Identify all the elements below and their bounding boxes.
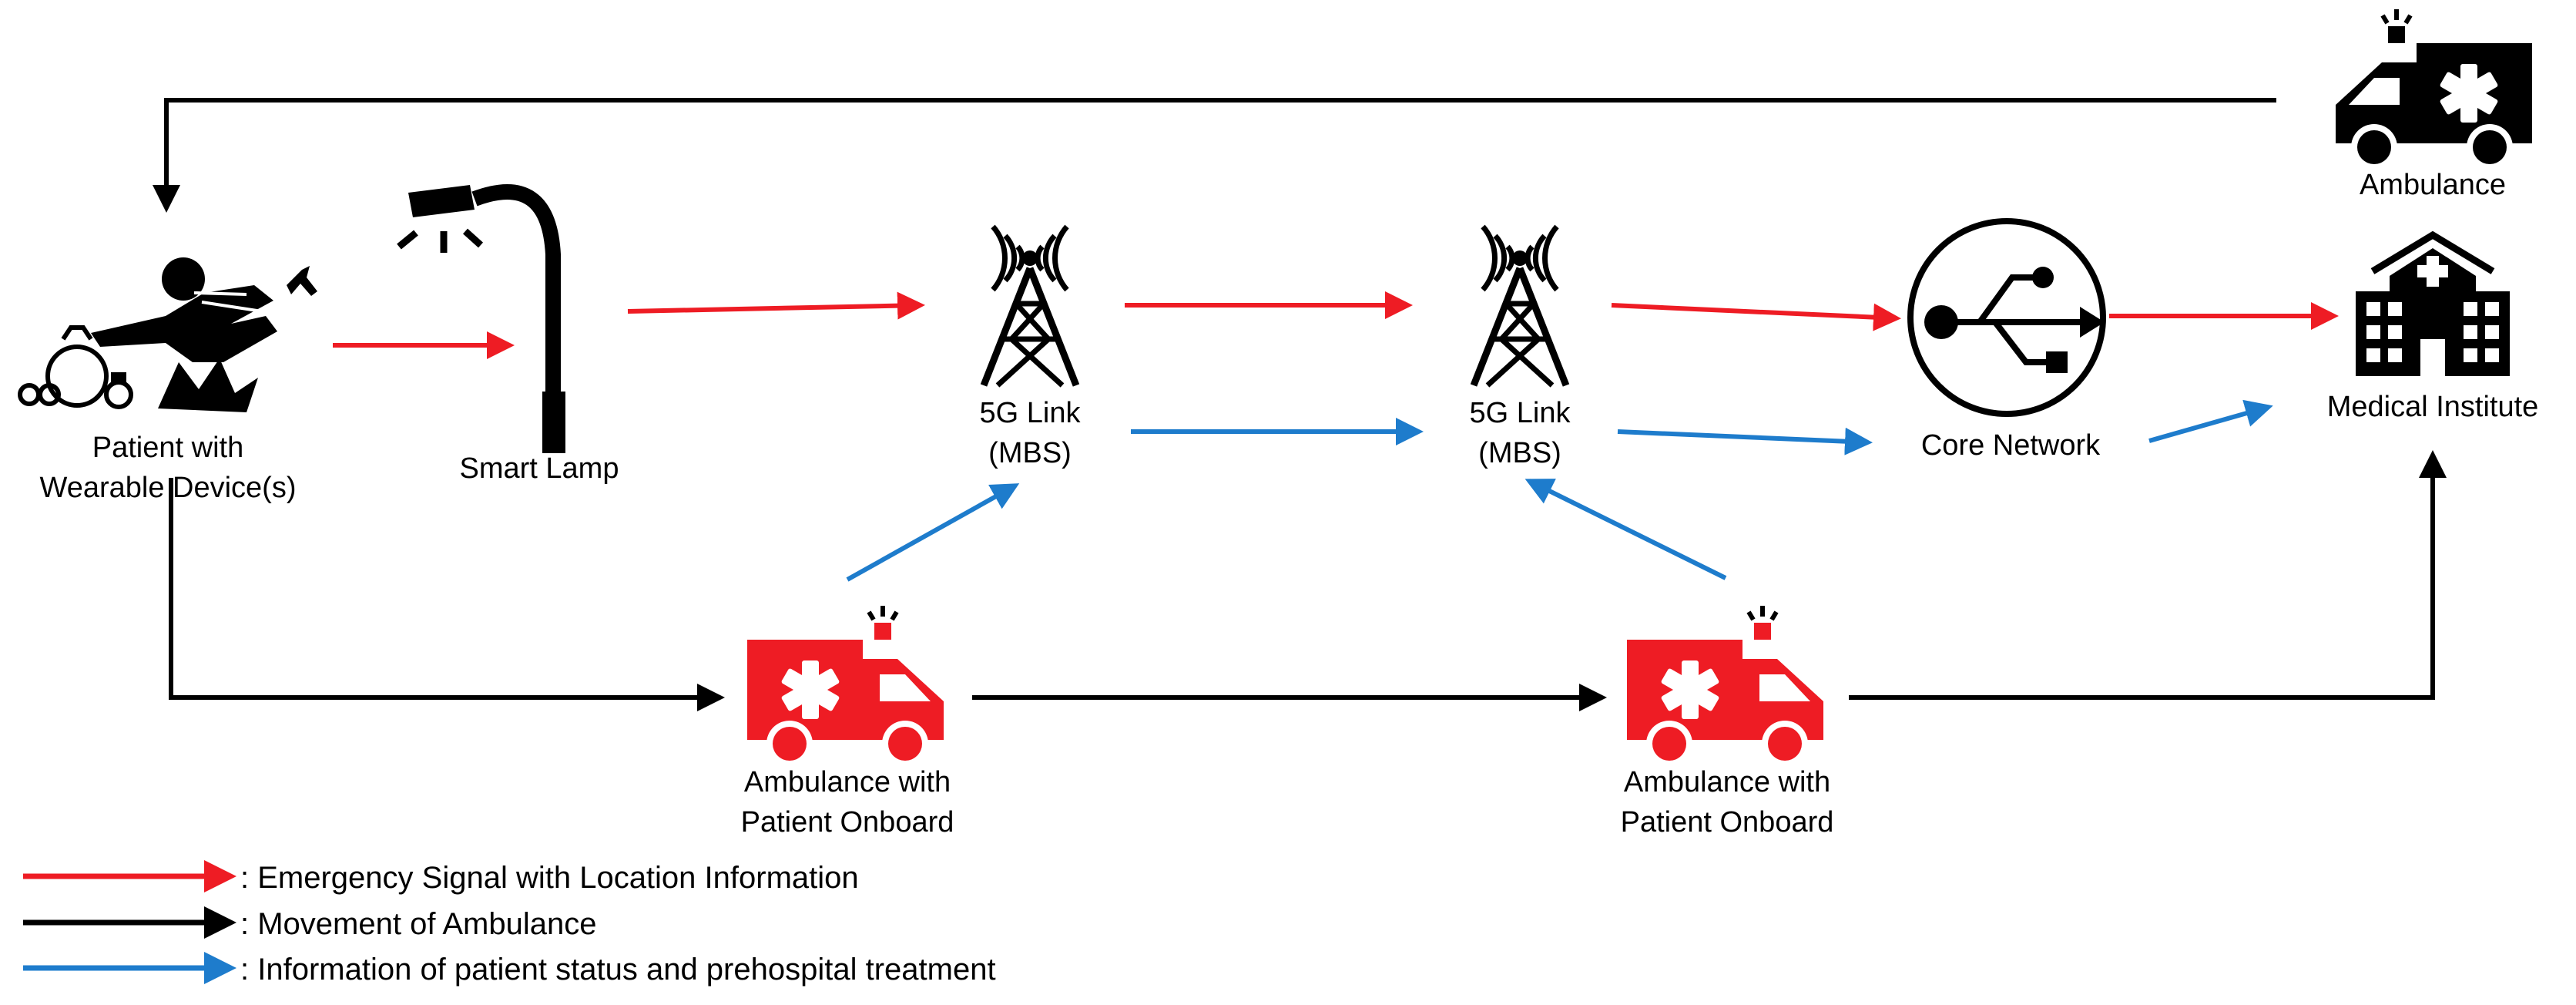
usb-core-network-icon <box>1907 218 2106 417</box>
legend-item-movement: : Movement of Ambulance <box>23 906 596 941</box>
ambulance1-node: Ambulance with Patient Onboard <box>741 606 954 839</box>
wearables-icon <box>18 325 133 409</box>
legend-item-emergency: : Emergency Signal with Location Informa… <box>23 860 859 895</box>
arrow-lamp-to-tower1 <box>627 291 925 320</box>
core-label: Core Network <box>1921 429 2101 462</box>
ambulance2-label-line2: Patient Onboard <box>1621 806 1834 839</box>
arrow-ambulance2-to-hospital <box>1849 450 2447 700</box>
tower1-label-line1: 5G Link <box>980 397 1082 429</box>
tower1-node: 5G Link (MBS) <box>980 227 1082 469</box>
legend-text-emergency: : Emergency Signal with Location Informa… <box>240 861 859 895</box>
hospital-label: Medical Institute <box>2327 391 2539 423</box>
tower2-label-line1: 5G Link <box>1470 397 1571 429</box>
patient-node: Patient with Wearable Device(s) <box>18 257 317 504</box>
arrow-ambulance2-to-tower2 <box>1524 479 1727 580</box>
emergency-arrows <box>333 291 2339 359</box>
arrow-tower2-to-core-info <box>1617 427 1873 455</box>
status-arrows <box>846 399 2273 582</box>
ambulance-icon <box>2336 9 2532 170</box>
drone-icon <box>287 266 317 296</box>
movement-arrows <box>153 98 2447 711</box>
lamp-label: Smart Lamp <box>460 452 619 485</box>
patient-label-line2: Wearable Device(s) <box>40 472 297 504</box>
arrow-ambulance1-to-tower1 <box>846 483 1020 582</box>
cell-tower-icon <box>1474 227 1566 385</box>
patient-falling-icon <box>91 257 277 412</box>
ambulance1-label-line2: Patient Onboard <box>741 806 954 839</box>
arrow-patient-to-ambulance1 <box>169 478 725 711</box>
cell-tower-icon <box>984 227 1076 385</box>
hospital-node: Medical Institute <box>2327 230 2539 423</box>
hospital-icon <box>2356 230 2510 376</box>
core-node: Core Network <box>1907 218 2106 462</box>
legend: : Emergency Signal with Location Informa… <box>23 860 996 987</box>
arrow-ambulance-to-patient <box>153 98 2276 213</box>
arrow-core-to-hospital-info <box>2148 399 2273 443</box>
ambulance-icon <box>1627 606 1823 767</box>
ambulance1-label-line1: Ambulance with <box>744 766 951 798</box>
ambulance-top-node: Ambulance <box>2336 9 2532 201</box>
street-lamp-icon <box>397 184 565 453</box>
tower1-label-line2: (MBS) <box>988 437 1072 469</box>
arrow-tower2-to-core <box>1611 303 1901 331</box>
legend-text-movement: : Movement of Ambulance <box>240 907 596 941</box>
ambulance-top-label: Ambulance <box>2360 169 2506 201</box>
tower2-label-line2: (MBS) <box>1478 437 1561 469</box>
lamp-node: Smart Lamp <box>397 184 619 485</box>
patient-label-line1: Patient with <box>92 432 243 464</box>
legend-text-status: : Information of patient status and preh… <box>240 953 996 987</box>
ambulance2-node: Ambulance with Patient Onboard <box>1621 606 1834 839</box>
legend-item-status: : Information of patient status and preh… <box>23 952 996 987</box>
tower2-node: 5G Link (MBS) <box>1470 227 1571 469</box>
ambulance-icon <box>747 606 944 767</box>
ambulance2-label-line1: Ambulance with <box>1624 766 1830 798</box>
